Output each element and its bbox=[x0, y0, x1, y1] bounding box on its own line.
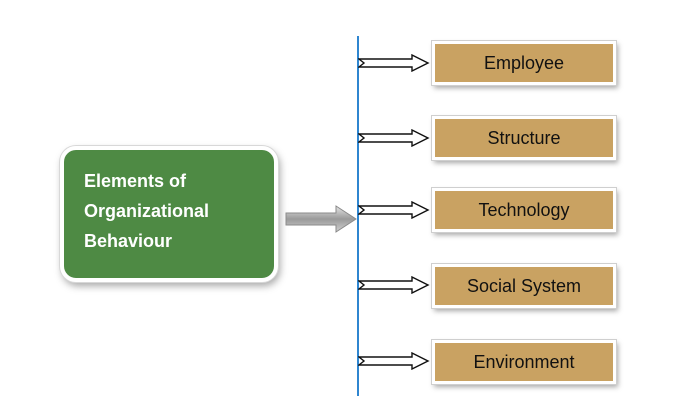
outline-right-arrow-icon bbox=[358, 129, 430, 147]
divider-line bbox=[357, 36, 359, 396]
outline-right-arrow-icon bbox=[358, 54, 430, 72]
element-label: Environment bbox=[473, 351, 575, 372]
main-concept-line-2: Organizational bbox=[84, 201, 210, 221]
element-box-technology: Technology bbox=[432, 188, 616, 232]
main-concept-line-3: Behaviour bbox=[84, 231, 173, 251]
outline-right-arrow-icon bbox=[358, 276, 430, 294]
element-label: Technology bbox=[478, 199, 570, 220]
outline-right-arrow-icon bbox=[358, 352, 430, 370]
element-box-structure: Structure bbox=[432, 116, 616, 160]
grey-right-arrow-icon bbox=[285, 205, 357, 233]
element-label: Structure bbox=[487, 127, 561, 148]
element-box-environment: Environment bbox=[432, 340, 616, 384]
main-concept-box: Elements of Organizational Behaviour bbox=[60, 146, 278, 282]
element-label: Employee bbox=[483, 52, 565, 73]
element-box-social-system: Social System bbox=[432, 264, 616, 308]
main-concept-line-1: Elements of bbox=[84, 171, 187, 191]
outline-right-arrow-icon bbox=[358, 201, 430, 219]
element-label: Social System bbox=[466, 275, 582, 296]
element-box-employee: Employee bbox=[432, 41, 616, 85]
